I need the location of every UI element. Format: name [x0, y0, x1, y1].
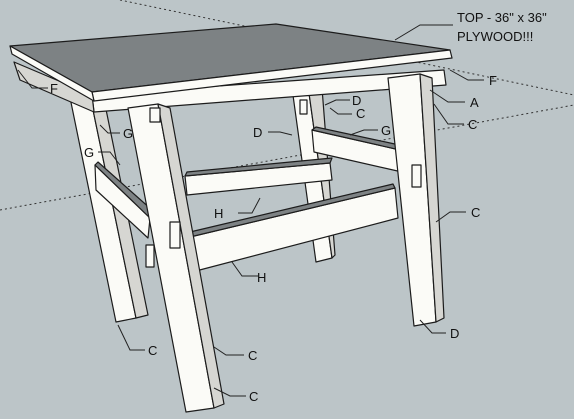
label-a: A	[470, 95, 479, 110]
label-g-left-upper: G	[84, 145, 94, 160]
label-g-right: G	[381, 123, 391, 138]
tenon-mark-4	[411, 164, 422, 188]
labels: TOP - 36" x 36" PLYWOOD!!! F F A C D C D…	[50, 10, 547, 404]
table-drawing	[9, 23, 453, 413]
label-c-right-mid: C	[471, 205, 480, 220]
label-d-bottom: D	[450, 326, 459, 341]
note-line2: PLYWOOD!!!	[457, 29, 533, 44]
tenon-mark-5	[299, 99, 308, 115]
label-g-left: G	[123, 126, 133, 141]
tenon-mark-1	[149, 107, 161, 123]
label-c-bottom-1: C	[148, 343, 157, 358]
label-c-mid: C	[356, 106, 365, 121]
front-left-leg-side	[157, 103, 225, 409]
tabletop-left-edge	[9, 45, 95, 102]
tenon-mark-2	[169, 221, 181, 249]
label-c-bottom-3: C	[249, 389, 258, 404]
label-f-right: F	[489, 73, 497, 88]
label-h-upper: H	[214, 206, 223, 221]
leader-lines	[17, 24, 484, 397]
tenon-mark-3	[145, 244, 155, 268]
label-d-top: D	[352, 93, 361, 108]
front-right-leg-side	[419, 73, 445, 323]
label-h-lower: H	[257, 270, 266, 285]
note-line1: TOP - 36" x 36"	[457, 10, 547, 25]
label-c-bottom-2: C	[248, 348, 257, 363]
label-d-left: D	[253, 125, 262, 140]
stretcher-h-upper-top	[184, 157, 333, 177]
label-f-left: F	[50, 81, 58, 96]
label-c-right-top: C	[468, 117, 477, 132]
